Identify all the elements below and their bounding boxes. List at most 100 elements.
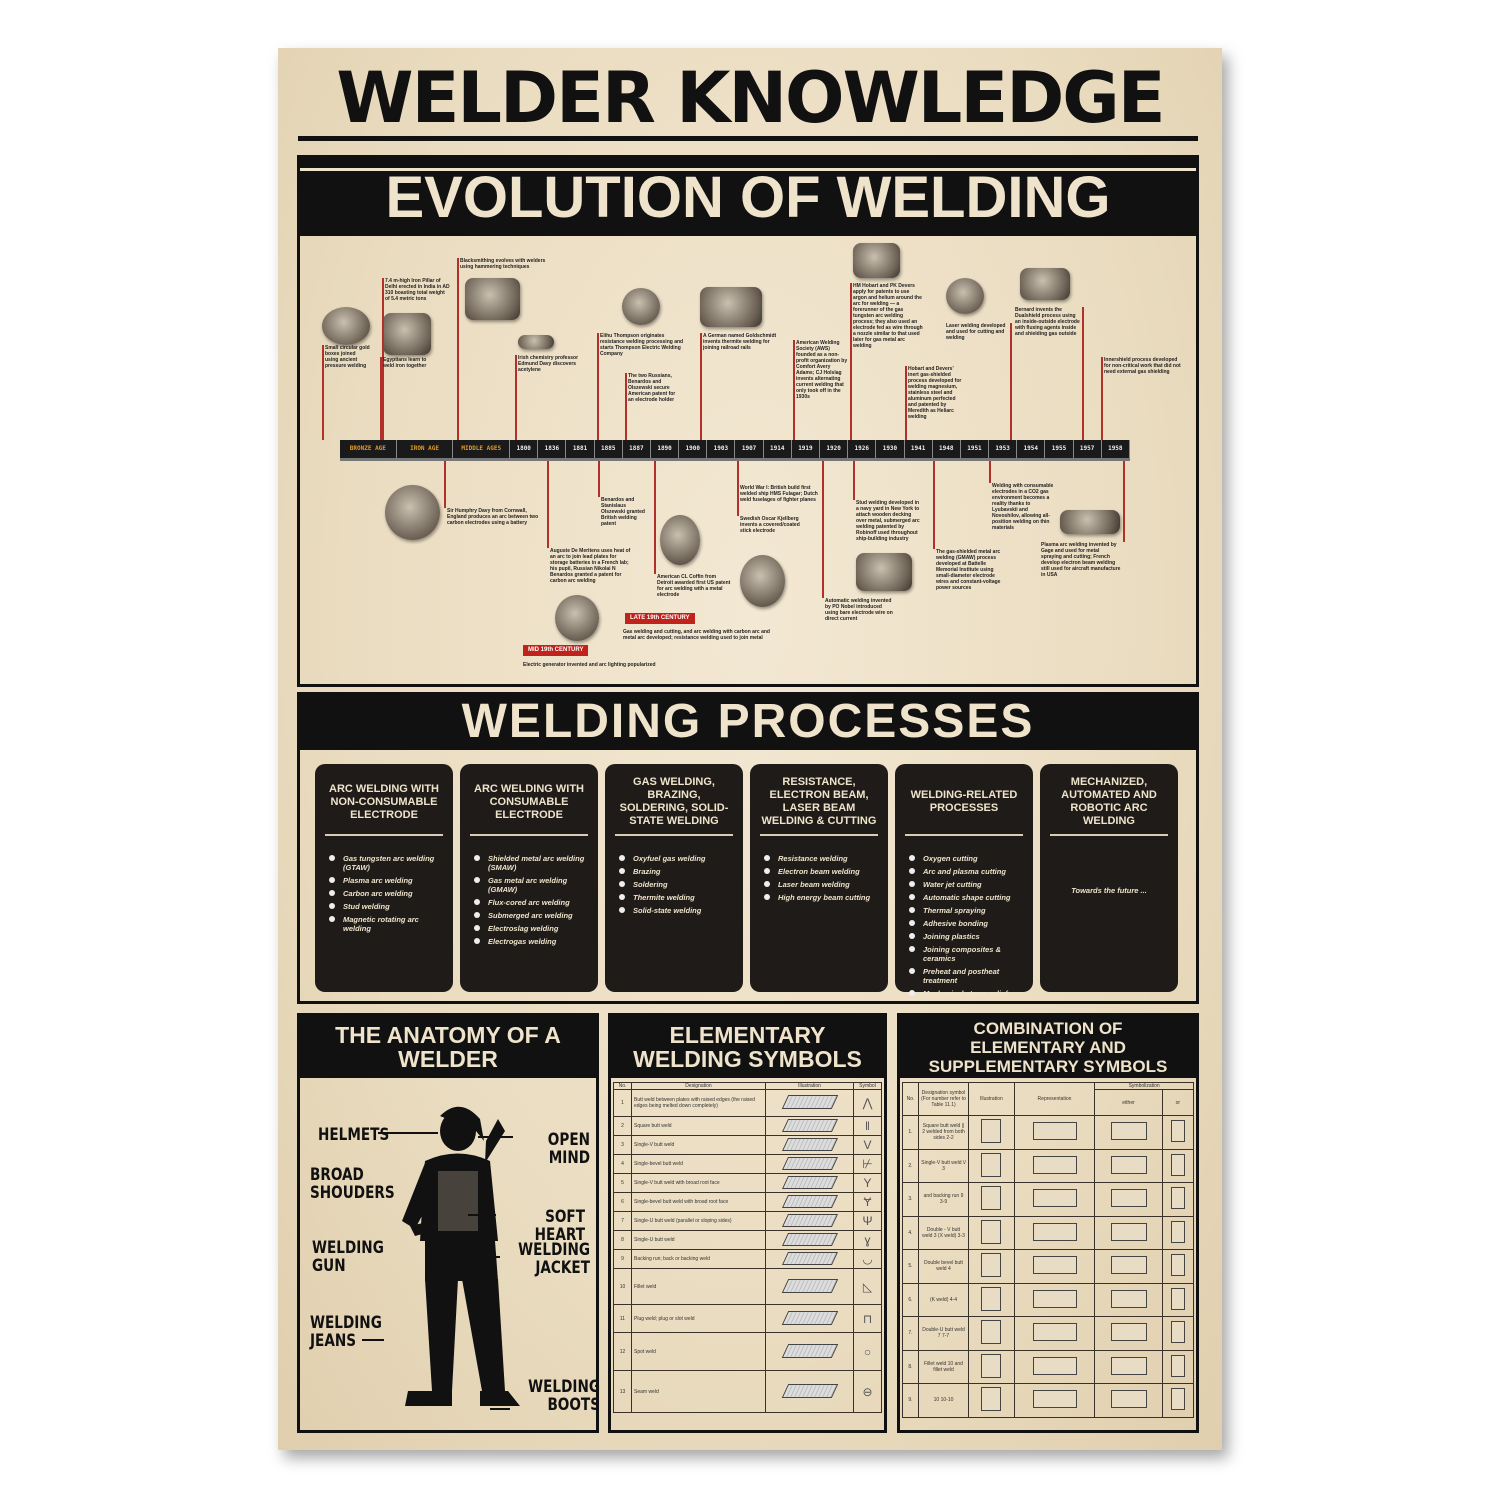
historical-photo-icon xyxy=(555,595,599,641)
weld-illustration-icon xyxy=(981,1253,1002,1278)
process-item: Solid-state welding xyxy=(619,906,735,915)
weld-symbol: ⊬ xyxy=(853,1154,882,1174)
process-item: Soldering xyxy=(619,880,735,889)
table-row: 1.Square butt weld || 2 welded from both… xyxy=(902,1115,1195,1150)
representation-drawing-icon xyxy=(1032,1122,1077,1141)
timeline-connector xyxy=(654,458,656,574)
weld-illustration-icon xyxy=(981,1320,1002,1345)
timeline-connector xyxy=(547,458,549,548)
table-row: 5.Double bevel butt weld 4 xyxy=(902,1249,1195,1284)
weld-illustration-icon xyxy=(981,1387,1002,1412)
timeline-event-below: Benardos and Stanislaus Olszewski grante… xyxy=(601,497,645,527)
representation-drawing-icon xyxy=(1032,1356,1077,1375)
process-item: Laser beam welding xyxy=(764,880,880,889)
table-row: 8.Fillet weld 10 and fillet weld xyxy=(902,1349,1195,1384)
process-card-title: MECHANIZED, AUTOMATED AND ROBOTIC ARC WE… xyxy=(1061,776,1157,827)
row-number: 10 xyxy=(613,1268,632,1305)
row-number: 5 xyxy=(613,1173,632,1193)
row-cell xyxy=(1013,1115,1096,1150)
timeline-event-below: Automatic welding invented by PO Nobel i… xyxy=(825,598,893,622)
period-text: Electric generator invented and arc ligh… xyxy=(523,662,656,668)
timeline-connector xyxy=(515,355,517,440)
process-item: Arc and plasma cutting xyxy=(909,867,1025,876)
symbol-or-icon xyxy=(1170,1321,1185,1344)
timeline-event-above: A German named Goldschmidt invents therm… xyxy=(703,333,777,351)
anatomy-pointer-line xyxy=(480,1256,500,1258)
anatomy-heading: THE ANATOMY OF A WELDER xyxy=(300,1016,596,1078)
timeline-connector xyxy=(1123,458,1125,542)
evolution-heading: EVOLUTION OF WELDING xyxy=(300,158,1196,236)
row-designation: Double-U butt weld 7 7-7 xyxy=(918,1316,969,1351)
historical-photo-icon xyxy=(853,243,900,278)
weld-illustration-icon xyxy=(781,1095,838,1109)
row-number: 8. xyxy=(902,1349,919,1384)
symbol-or-icon xyxy=(1170,1120,1185,1143)
symbol-either-icon xyxy=(1110,1222,1147,1241)
timeline-year: 1953 xyxy=(989,440,1018,458)
row-number: 2. xyxy=(902,1148,919,1183)
timeline-year: 1907 xyxy=(735,440,764,458)
row-illustration xyxy=(765,1370,854,1413)
card-divider xyxy=(760,834,878,836)
processes-section: WELDING PROCESSES ARC WELDING WITH NON-C… xyxy=(297,692,1199,1004)
weld-illustration-icon xyxy=(981,1119,1002,1144)
row-designation: Single-bevel butt weld with broad root f… xyxy=(631,1192,766,1212)
elementary-heading: ELEMENTARY WELDING SYMBOLS xyxy=(611,1016,884,1078)
row-cell xyxy=(1161,1215,1195,1250)
historical-photo-icon xyxy=(700,287,762,327)
weld-symbol: Ψ xyxy=(853,1211,882,1231)
processes-heading: WELDING PROCESSES xyxy=(300,692,1196,750)
process-item: Resistance welding xyxy=(764,854,880,863)
timeline-connector xyxy=(380,357,382,440)
weld-symbol: ɣ xyxy=(853,1230,882,1250)
timeline-year: 1919 xyxy=(792,440,820,458)
period-badge: MID 19th CENTURY xyxy=(523,645,589,656)
row-designation: Single-bevel butt weld xyxy=(631,1154,766,1174)
row-number: 4. xyxy=(902,1215,919,1250)
weld-illustration-icon xyxy=(981,1286,1002,1311)
timeline-year: 1926 xyxy=(848,440,877,458)
representation-drawing-icon xyxy=(1032,1155,1077,1174)
timeline-connector xyxy=(905,366,907,440)
row-designation: Single-V butt weld with broad root face xyxy=(631,1173,766,1193)
card-divider xyxy=(325,834,443,836)
symbol-either-icon xyxy=(1110,1289,1147,1308)
timeline-event-below: Sir Humphry Davy from Cornwall, England … xyxy=(447,508,539,526)
col-designation: Designation symbol (For number refer to … xyxy=(918,1082,969,1116)
row-illustration xyxy=(765,1154,854,1174)
symbol-either-icon xyxy=(1110,1189,1147,1208)
row-cell xyxy=(968,1182,1015,1217)
timeline-year: 1948 xyxy=(933,440,961,458)
timeline-event-above: Innershield process developed for non-cr… xyxy=(1104,357,1181,375)
col-no: No. xyxy=(902,1082,919,1116)
col-illustration: Illustration xyxy=(968,1082,1015,1116)
process-item: Joining composites & ceramics xyxy=(909,945,1025,963)
timeline-year: 1887 xyxy=(623,440,651,458)
row-cell xyxy=(1094,1215,1163,1250)
representation-drawing-icon xyxy=(1032,1289,1077,1308)
timeline-connector xyxy=(598,458,600,497)
weld-symbol: ⊖ xyxy=(853,1370,882,1413)
anatomy-label: OPEN MIND xyxy=(547,1130,590,1168)
timeline-year: 1930 xyxy=(876,440,905,458)
symbol-either-icon xyxy=(1110,1256,1147,1275)
symbol-or-icon xyxy=(1170,1220,1185,1243)
row-designation: Spot weld xyxy=(631,1332,766,1371)
weld-symbol: ◺ xyxy=(853,1268,882,1305)
row-cell xyxy=(1094,1282,1163,1317)
col-either: either xyxy=(1094,1089,1163,1116)
row-designation: Backing run; back or backing weld xyxy=(631,1249,766,1269)
process-card: MECHANIZED, AUTOMATED AND ROBOTIC ARC WE… xyxy=(1040,764,1178,992)
row-number: 13 xyxy=(613,1370,632,1413)
weld-illustration-icon xyxy=(781,1343,838,1358)
anatomy-label: BROAD SHOUDERS xyxy=(310,1165,395,1203)
weld-symbol: Y xyxy=(853,1173,882,1193)
representation-drawing-icon xyxy=(1032,1390,1077,1409)
